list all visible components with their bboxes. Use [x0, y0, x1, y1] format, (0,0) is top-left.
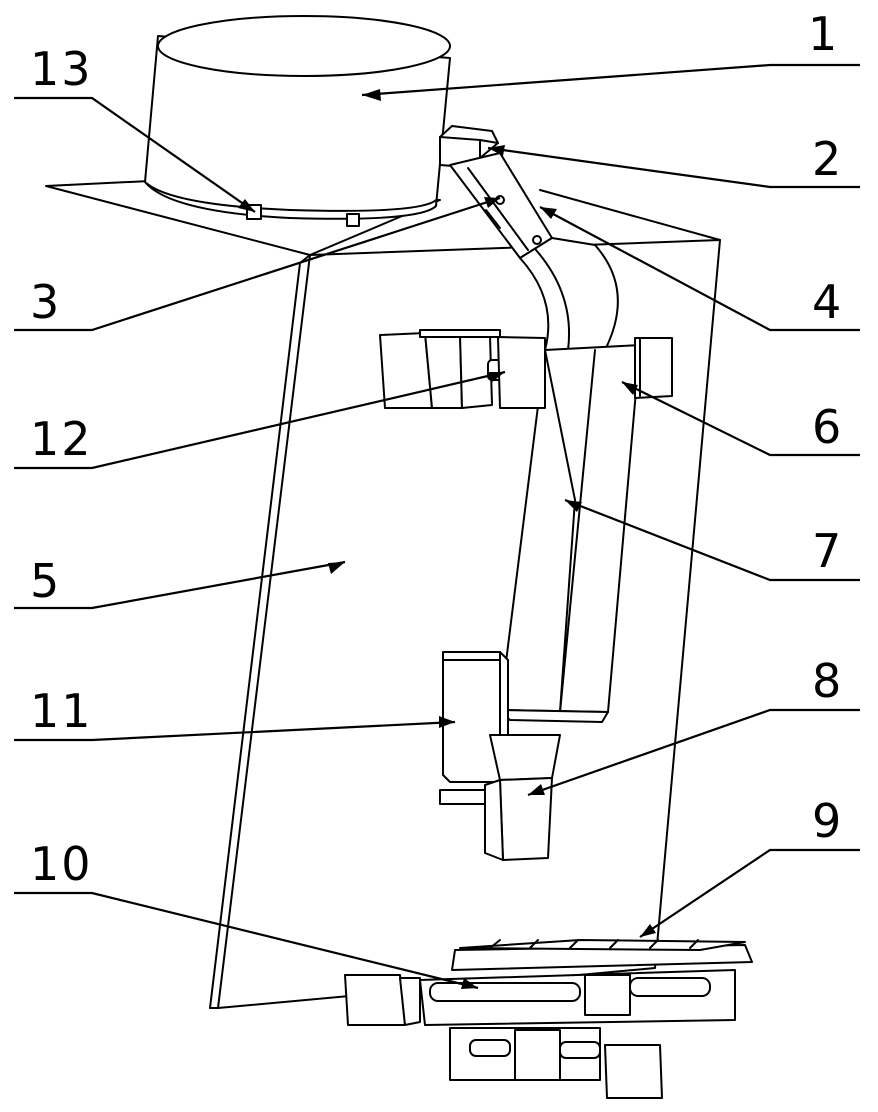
cylindrical-hopper — [144, 15, 451, 227]
reference-numerals: 1 2 3 4 5 6 7 8 9 10 11 12 13 — [30, 7, 843, 891]
label-7: 7 — [812, 524, 843, 578]
label-3: 3 — [30, 275, 61, 329]
label-13: 13 — [30, 42, 93, 96]
label-4: 4 — [812, 275, 843, 329]
tray — [451, 939, 753, 971]
guide-chute — [449, 152, 553, 259]
label-5: 5 — [30, 554, 61, 608]
label-1: 1 — [808, 7, 839, 61]
label-12: 12 — [30, 412, 93, 466]
curved-tube — [499, 237, 641, 723]
label-11: 11 — [30, 684, 93, 738]
main-panel — [209, 189, 721, 1009]
label-6: 6 — [812, 400, 843, 454]
leader-lines — [14, 63, 860, 990]
label-8: 8 — [812, 654, 843, 708]
bottom-slide — [344, 969, 736, 1099]
outlet-block — [439, 125, 499, 169]
label-10: 10 — [30, 837, 93, 891]
label-9: 9 — [812, 794, 843, 848]
label-2: 2 — [812, 132, 843, 186]
upper-actuator — [379, 329, 673, 409]
discharge-funnel — [484, 734, 561, 861]
